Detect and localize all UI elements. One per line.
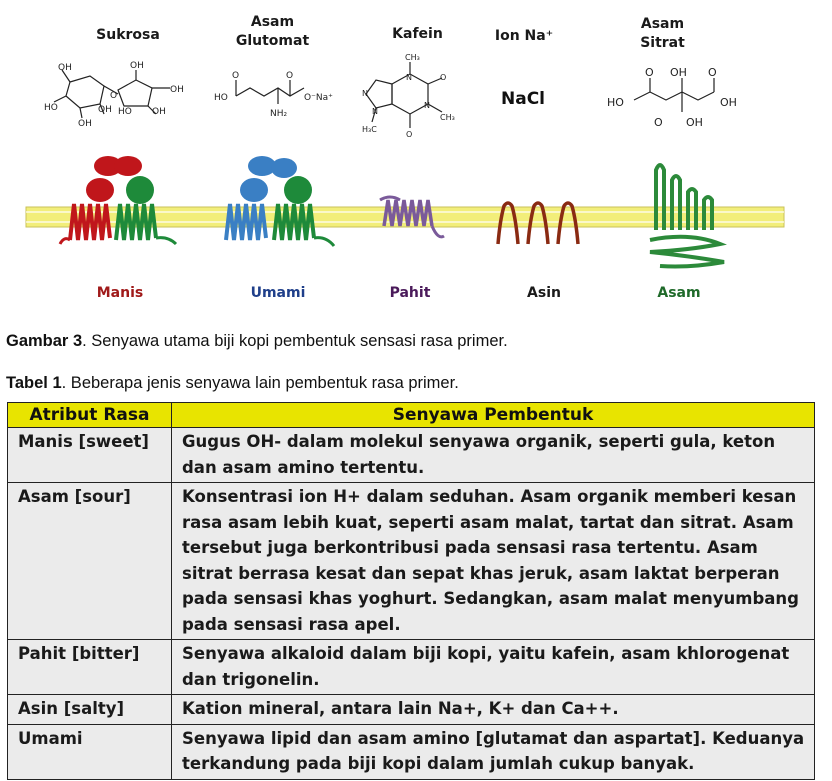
svg-text:N: N — [372, 107, 378, 116]
svg-text:NH₂: NH₂ — [270, 109, 288, 119]
svg-text:HO: HO — [44, 103, 58, 113]
svg-text:O: O — [440, 73, 446, 82]
svg-text:O: O — [286, 71, 293, 81]
svg-text:OH: OH — [670, 66, 687, 79]
svg-text:OH: OH — [170, 85, 184, 95]
table-header-row: Atribut Rasa Senyawa Pembentuk — [7, 402, 815, 428]
table-title: Tabel 1. Beberapa jenis senyawa lain pem… — [6, 374, 459, 393]
compound-name-ion-na: Ion Na⁺ — [494, 28, 554, 44]
nacl-label: NaCl — [501, 89, 546, 109]
table-row: Umami Senyawa lipid dan asam amino [glut… — [7, 723, 815, 780]
table-cell-description: Senyawa alkaloid dalam biji kopi, yaitu … — [171, 639, 815, 695]
svg-text:OH: OH — [58, 63, 72, 73]
svg-text:O: O — [406, 130, 412, 139]
svg-text:OH: OH — [720, 96, 737, 109]
svg-text:H₃C: H₃C — [362, 125, 377, 134]
svg-text:O⁻Na⁺: O⁻Na⁺ — [304, 93, 333, 103]
svg-text:HO: HO — [214, 93, 228, 103]
table-row: Asin [salty] Kation mineral, antara lain… — [7, 694, 815, 725]
table-cell-description: Gugus OH- dalam molekul senyawa organik,… — [171, 427, 815, 483]
bitter-receptor — [379, 195, 445, 239]
table-title-text: . Beberapa jenis senyawa lain pembentuk … — [61, 374, 459, 392]
receptor-label-pahit: Pahit — [389, 285, 431, 301]
figure-caption-label: Gambar 3 — [6, 332, 83, 350]
svg-text:CH₃: CH₃ — [405, 53, 420, 62]
compound-name-asam-sitrat: Asam Sitrat — [615, 15, 710, 53]
compound-name-kafein: Kafein — [392, 26, 443, 42]
table-cell-attribute: Asin [salty] — [7, 694, 172, 725]
svg-text:O: O — [645, 66, 654, 79]
citric-acid-structure — [633, 78, 715, 112]
svg-text:O: O — [110, 91, 117, 101]
svg-text:OH: OH — [152, 107, 166, 117]
table-title-label: Tabel 1 — [6, 374, 62, 392]
sucrose-structure — [53, 69, 170, 119]
sucrose-atoms: OH HO OH OH O OH OH HO OH — [44, 61, 184, 129]
svg-text:O: O — [654, 116, 663, 129]
table-cell-description: Kation mineral, antara lain Na+, K+ dan … — [171, 694, 815, 725]
table-header-compound: Senyawa Pembentuk — [171, 402, 815, 428]
figure-caption: Gambar 3. Senyawa utama biji kopi pemben… — [6, 332, 508, 351]
compound-name-sukrosa: Sukrosa — [96, 27, 160, 43]
sour-receptor — [649, 163, 727, 269]
taste-receptor-figure: Sukrosa Asam Glutomat Kafein Ion Na⁺ Asa… — [0, 0, 832, 315]
table-cell-attribute: Pahit [bitter] — [7, 639, 172, 695]
salty-channels — [496, 201, 580, 245]
table-cell-attribute: Asam [sour] — [7, 482, 172, 640]
table-cell-description: Konsentrasi ion H+ dalam seduhan. Asam o… — [171, 482, 815, 640]
svg-text:N: N — [362, 89, 368, 98]
svg-text:OH: OH — [78, 119, 92, 129]
svg-text:OH: OH — [130, 61, 144, 71]
receptor-label-asam: Asam — [657, 285, 701, 301]
svg-text:N: N — [424, 101, 430, 110]
table-header-attribute: Atribut Rasa — [7, 402, 172, 428]
citric-acid-atoms: HO O OH O OH O OH — [607, 66, 737, 129]
svg-text:O: O — [232, 71, 239, 81]
caffeine-structure — [365, 62, 443, 128]
svg-text:CH₃: CH₃ — [440, 113, 455, 122]
svg-text:O: O — [708, 66, 717, 79]
compound-name-asam-glutomat-text: Asam Glutomat — [235, 14, 310, 49]
umami-receptor — [224, 156, 336, 247]
compound-name-asam-glutomat: Asam Glutomat — [220, 13, 325, 51]
svg-text:HO: HO — [118, 107, 132, 117]
receptor-label-umami: Umami — [250, 285, 306, 301]
svg-text:HO: HO — [607, 96, 624, 109]
table-row: Pahit [bitter] Senyawa alkaloid dalam bi… — [7, 639, 815, 695]
table-cell-attribute: Manis [sweet] — [7, 427, 172, 483]
compound-name-asam-sitrat-text: Asam Sitrat — [640, 16, 685, 51]
svg-text:OH: OH — [686, 116, 703, 129]
svg-text:OH: OH — [98, 105, 112, 115]
glutamate-atoms: HO O O O⁻Na⁺ NH₂ — [214, 71, 333, 119]
receptor-label-manis: Manis — [96, 285, 144, 301]
sweet-receptor — [58, 156, 178, 246]
table-row: Manis [sweet] Gugus OH- dalam molekul se… — [7, 427, 815, 483]
receptor-label-asin: Asin — [527, 285, 561, 301]
taste-attribute-table: Atribut Rasa Senyawa Pembentuk Manis [sw… — [7, 402, 815, 780]
figure-caption-text: . Senyawa utama biji kopi pembentuk sens… — [82, 332, 508, 350]
table-row: Asam [sour] Konsentrasi ion H+ dalam sed… — [7, 482, 815, 640]
svg-text:N: N — [406, 73, 412, 82]
table-cell-attribute: Umami — [7, 723, 172, 780]
table-cell-description: Senyawa lipid dan asam amino [glutamat d… — [171, 723, 815, 780]
glutamate-structure — [235, 80, 305, 104]
